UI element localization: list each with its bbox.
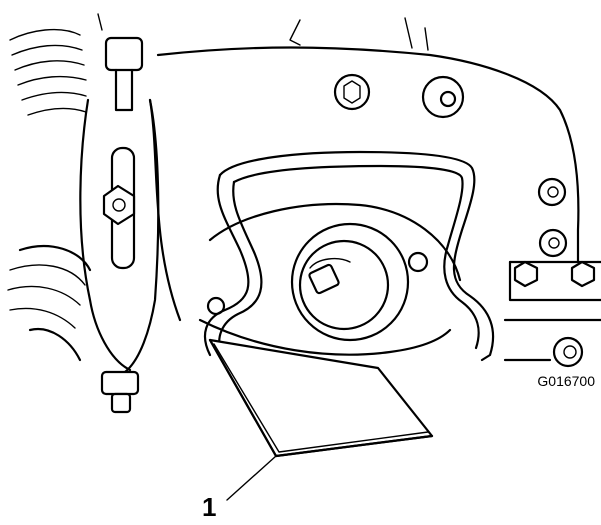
wire-frame [203,150,495,362]
reel-blades [7,28,92,362]
side-bolts [537,177,568,258]
round-boss [421,75,465,119]
adjuster-assembly [79,36,160,414]
gear-housing [198,202,462,356]
callout-leader-line [226,455,277,501]
reel-shim-block [208,338,434,458]
right-bracket [503,260,601,368]
callout-number: 1 [202,492,217,522]
figure-id-label: G016700 [537,373,595,389]
hex-socket-bolt [333,73,371,111]
